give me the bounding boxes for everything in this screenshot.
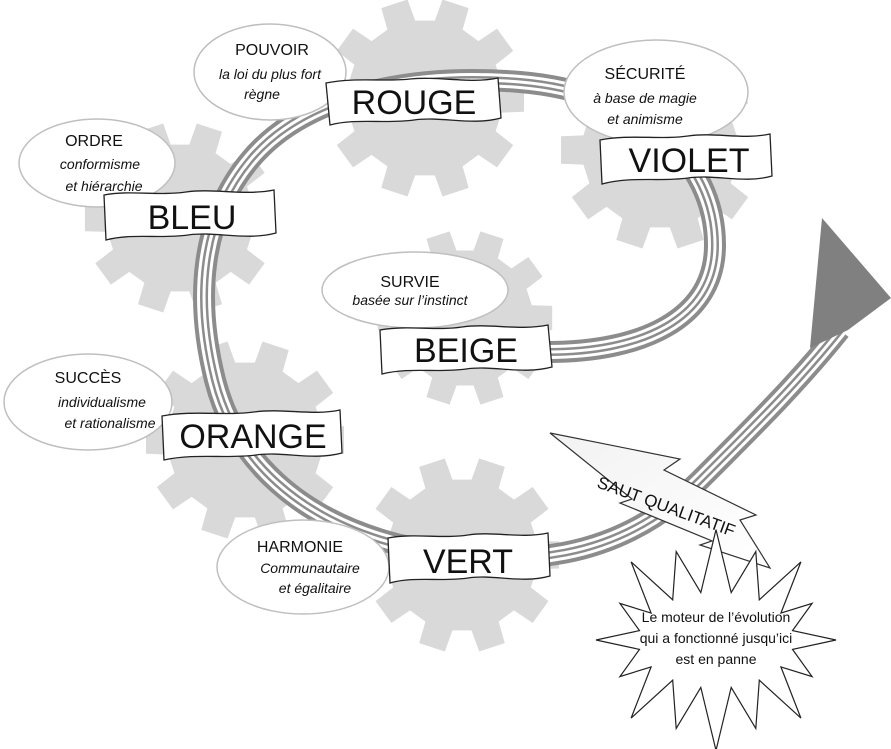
oval-line: règne bbox=[244, 86, 280, 102]
oval-line: basée sur l’instinct bbox=[352, 292, 468, 308]
oval-line: et égalitaire bbox=[279, 580, 352, 596]
oval-line: et animisme bbox=[607, 111, 683, 127]
oval-title: HARMONIE bbox=[257, 539, 343, 556]
banner-vert: VERT bbox=[387, 532, 551, 584]
banner-beige: BEIGE bbox=[379, 324, 553, 375]
spiral-stripe-4 bbox=[202, 78, 842, 560]
banner-bleu: BLEU bbox=[103, 189, 277, 241]
oval-line: conformisme bbox=[60, 156, 140, 172]
burst-panne: Le moteur de l’évolution qui a fonctionn… bbox=[595, 529, 837, 749]
banner-label: VIOLET bbox=[629, 142, 750, 180]
oval-pouvoir: POUVOIR la loi du plus fort règne bbox=[193, 23, 347, 121]
oval-line: et rationalisme bbox=[64, 415, 155, 431]
banner-label: ROUGE bbox=[352, 84, 477, 122]
burst-line: qui a fonctionné jusqu’ici bbox=[640, 630, 793, 646]
oval-line: la loi du plus fort bbox=[219, 66, 322, 82]
burst-line: est en panne bbox=[676, 651, 757, 667]
burst-shape bbox=[595, 529, 837, 749]
oval-line: à base de magie bbox=[593, 90, 697, 106]
oval-line: et hiérarchie bbox=[65, 178, 142, 194]
banner-rouge: ROUGE bbox=[325, 77, 502, 126]
oval-securite: SÉCURITÉ à base de magie et animisme bbox=[563, 39, 749, 145]
oval-line: Communautaire bbox=[260, 560, 360, 576]
oval-title: ORDRE bbox=[65, 133, 123, 150]
spiral-bands bbox=[193, 69, 849, 569]
burst-line: Le moteur de l’évolution bbox=[642, 609, 791, 625]
oval-title: SURVIE bbox=[380, 274, 439, 291]
banner-label: BEIGE bbox=[414, 332, 518, 370]
oval-succes: SUCCÈS individualisme et rationalisme bbox=[3, 353, 173, 451]
oval-harmonie: HARMONIE Communautaire et égalitaire bbox=[216, 519, 390, 615]
oval-title: SÉCURITÉ bbox=[605, 64, 686, 83]
banner-orange: ORANGE bbox=[161, 409, 343, 461]
arrow-head bbox=[810, 218, 891, 348]
banner-label: VERT bbox=[423, 543, 513, 581]
oval-title: SUCCÈS bbox=[55, 368, 122, 387]
banner-violet: VIOLET bbox=[599, 133, 773, 185]
oval-ordre: ORDRE conformisme et hiérarchie bbox=[18, 118, 176, 208]
oval-line: individualisme bbox=[58, 394, 146, 410]
banner-label: ORANGE bbox=[179, 418, 326, 456]
banner-label: BLEU bbox=[148, 199, 237, 237]
oval-title: POUVOIR bbox=[235, 42, 309, 59]
evolution-arrow bbox=[810, 218, 891, 348]
oval-survie: SURVIE basée sur l’instinct bbox=[321, 251, 509, 329]
